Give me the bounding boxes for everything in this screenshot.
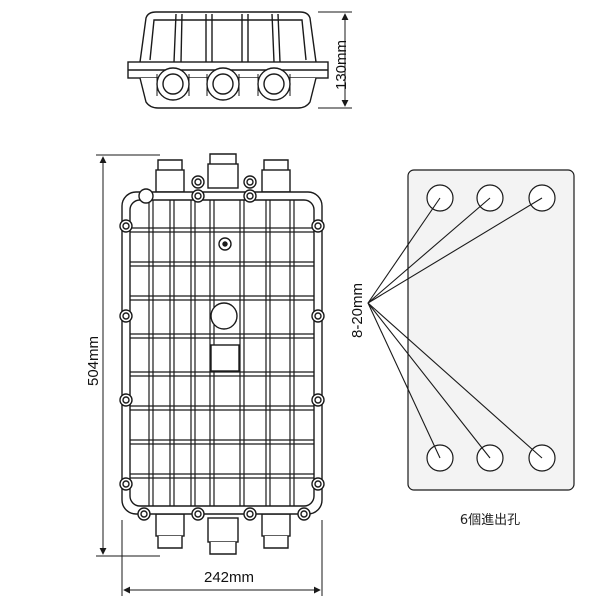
top-view [119,153,325,555]
port-range-label: 8-20mm [349,283,366,338]
leader-lines [367,197,543,459]
width-label: 242mm [204,569,254,586]
caption: 6個進出孔 [460,513,520,528]
length-dimension [96,154,160,557]
bottom-glands [155,513,291,555]
height-dimension [318,11,352,109]
side-view [127,11,329,109]
port-panel [407,169,575,491]
length-label: 504mm [85,336,102,386]
width-dimension [121,520,323,596]
top-glands [155,153,291,193]
height-label: 130mm [333,40,350,90]
